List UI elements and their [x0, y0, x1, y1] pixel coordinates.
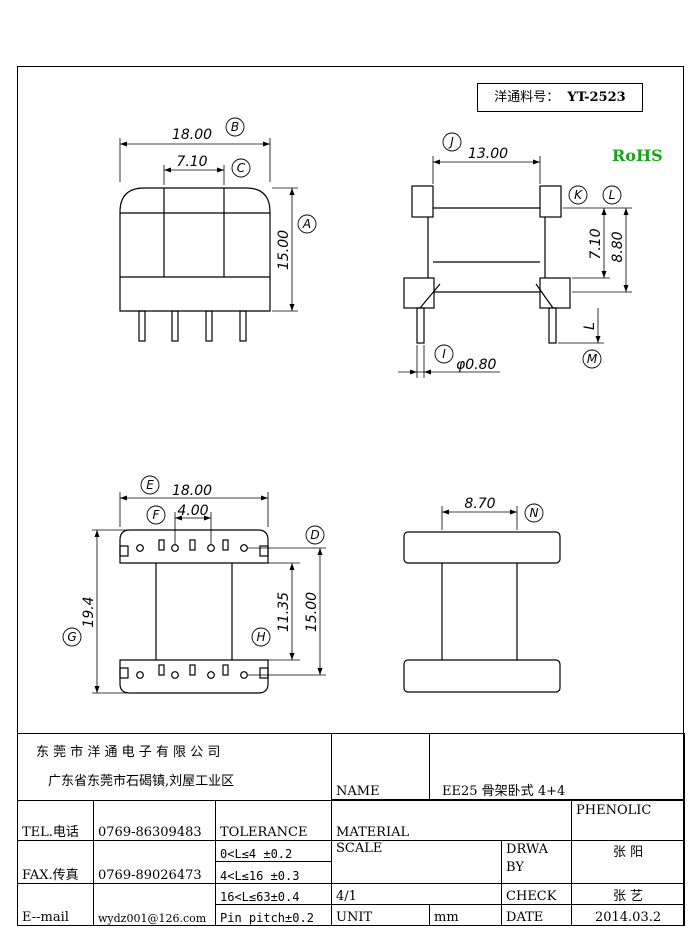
- callout-j: J: [448, 135, 454, 149]
- dim-pin-length: L: [582, 322, 598, 330]
- material-label: MATERIAL: [331, 799, 573, 842]
- dim-k-value: 7.10: [588, 228, 604, 259]
- dim-f-value: 4.00: [177, 503, 208, 519]
- part-number-box: 洋通料号： YT-2523: [477, 83, 643, 112]
- callout-f: F: [153, 508, 161, 522]
- callout-circles: [62, 117, 622, 647]
- drawing-frame: [17, 66, 684, 926]
- date-label: DATE: [501, 903, 573, 927]
- unit-value: mm: [429, 903, 503, 927]
- check-label: CHECK: [501, 882, 573, 905]
- callout-b: B: [231, 120, 239, 134]
- email-label: E--mail: [17, 882, 94, 927]
- scale-value: 4/1: [331, 882, 503, 905]
- tel-label: TEL.电话: [17, 799, 94, 842]
- dim-j-value: 13.00: [468, 146, 508, 162]
- dim-b-value: 18.00: [172, 127, 212, 143]
- dim-a-value: 15.00: [276, 230, 292, 270]
- part-number: YT-2523: [567, 90, 626, 105]
- part-label: 洋通料号：: [494, 90, 560, 105]
- dim-n-value: 8.70: [464, 496, 495, 512]
- dim-h-value: 11.35: [276, 592, 292, 632]
- rohs-mark: RoHS: [612, 146, 663, 165]
- fax-value: 0769-89026473: [93, 840, 216, 884]
- company-address: 广东省东莞市石碣镇,刘屋工业区: [48, 774, 235, 789]
- material-value: PHENOLIC: [571, 799, 686, 842]
- dim-arrows: [94, 141, 629, 693]
- tolerance-row-3: 16<L≤63±0.4: [214, 882, 333, 905]
- callout-a: A: [302, 217, 311, 231]
- side-view: [398, 156, 632, 378]
- tolerance-label: TOLERANCE: [214, 799, 333, 842]
- top-view: [403, 506, 561, 693]
- bottom-view: [92, 492, 326, 694]
- company-name: 东 莞 市 洋 通 电 子 有 限 公 司: [36, 745, 221, 760]
- drawn-value: 张 阳: [571, 840, 686, 884]
- tel-value: 0769-86309483: [93, 799, 216, 842]
- date-value: 2014.03.2: [571, 903, 686, 927]
- callout-m: M: [587, 352, 598, 366]
- tolerance-row-2: 4<L≤16 ±0.3: [214, 861, 333, 884]
- fax-label: FAX.传真: [17, 840, 94, 884]
- dim-i-value: φ0.80: [456, 357, 497, 373]
- title-block: 东 莞 市 洋 通 电 子 有 限 公 司 广东省东莞市石碣镇,刘屋工业区 NA…: [16, 733, 686, 927]
- company-cell: 东 莞 市 洋 通 电 子 有 限 公 司 广东省东莞市石碣镇,刘屋工业区: [16, 733, 333, 801]
- drawn-label-1: DRWA: [506, 842, 549, 858]
- callout-n: N: [530, 506, 539, 520]
- tolerance-row-1: 0<L≤4 ±0.2: [214, 840, 333, 863]
- dim-c-value: 7.10: [176, 154, 207, 170]
- name-value: EE25 骨架卧式 4+4: [429, 733, 686, 800]
- name-label: NAME: [331, 733, 431, 800]
- callout-g: G: [67, 630, 76, 644]
- callout-l: L: [609, 188, 616, 202]
- drawn-label-2: BY: [506, 860, 524, 876]
- dim-d-value: 15.00: [304, 592, 320, 632]
- dim-g-value: 19.4: [81, 596, 97, 627]
- callout-c: C: [237, 161, 246, 175]
- dim-e-value: 18.00: [172, 483, 212, 499]
- front-view: [119, 138, 298, 342]
- drawn-label: DRWA BY: [501, 840, 573, 884]
- unit-label: UNIT: [331, 903, 431, 927]
- callout-d: D: [310, 528, 319, 542]
- callout-e: E: [146, 478, 154, 492]
- dim-l-value: 8.80: [610, 231, 626, 262]
- scale-label: SCALE: [331, 840, 503, 884]
- callout-h: H: [256, 630, 265, 644]
- tolerance-row-4: Pin pitch±0.2: [214, 903, 333, 927]
- check-value: 张 艺: [571, 882, 686, 905]
- callout-i: I: [442, 347, 446, 361]
- callout-k: K: [574, 188, 583, 202]
- email-value: wydz001@126.com: [93, 882, 216, 927]
